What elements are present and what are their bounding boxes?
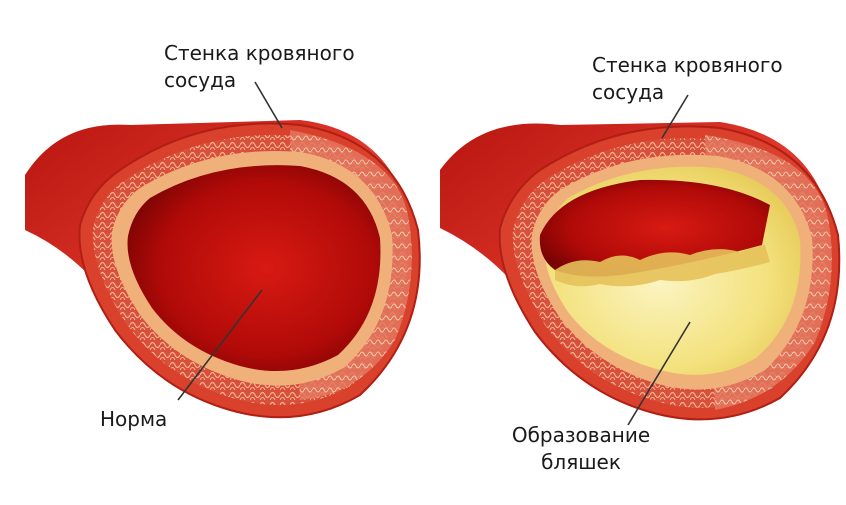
left-wall-label: Стенка кровяного сосуда [164, 40, 355, 94]
left-vessel-normal [25, 120, 420, 417]
right-wall-label-line1: Стенка кровяного [592, 52, 783, 79]
right-wall-label-line2: сосуда [592, 79, 783, 106]
right-plaque-label-line1: Образование [500, 422, 662, 449]
left-wall-label-line1: Стенка кровяного [164, 40, 355, 67]
left-wall-label-line2: сосуда [164, 67, 355, 94]
right-plaque-label-line2: бляшек [500, 449, 662, 476]
right-plaque-label: Образование бляшек [500, 422, 662, 476]
right-wall-label: Стенка кровяного сосуда [592, 52, 783, 106]
left-normal-label: Норма [100, 406, 167, 433]
right-vessel-plaque [440, 122, 839, 419]
